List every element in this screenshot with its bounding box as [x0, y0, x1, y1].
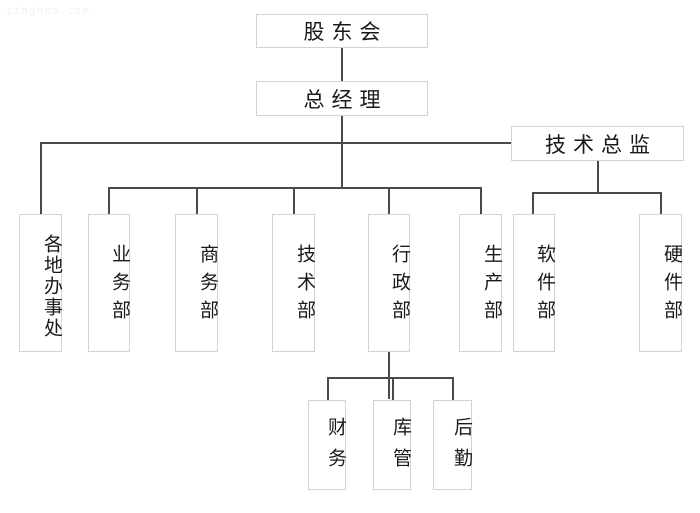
node-general-manager-label: 总经理	[303, 87, 388, 112]
edge-bus-to-business-dept	[108, 187, 110, 214]
watermark-text: singhua.com	[6, 4, 90, 17]
node-warehouse[interactable]: 库管	[373, 400, 412, 490]
node-tech-director-label: 技术总监	[545, 132, 657, 157]
node-technical-dept-label: 技术部	[294, 244, 316, 328]
node-admin-dept[interactable]: 行政部	[368, 214, 411, 352]
node-production-dept[interactable]: 生产部	[459, 214, 503, 352]
edge-bus-to-admin-dept	[388, 187, 390, 214]
node-business-dept-label: 业务部	[109, 244, 131, 328]
node-software-dept-label: 软件部	[534, 244, 556, 328]
node-tech-director[interactable]: 技术总监	[511, 126, 684, 161]
node-logistics[interactable]: 后勤	[433, 400, 473, 490]
edge-tech-director-stem	[597, 161, 599, 193]
edge-bus-to-warehouse	[392, 377, 394, 400]
node-admin-dept-label: 行政部	[389, 244, 411, 328]
edge-tech-director-bus	[532, 192, 662, 194]
node-logistics-label: 后勤	[451, 417, 473, 479]
edge-bus-to-logistics	[452, 377, 454, 400]
node-shareholders[interactable]: 股东会	[256, 14, 428, 48]
edge-general-manager-stem	[341, 116, 343, 188]
node-finance[interactable]: 财务	[308, 400, 347, 490]
node-business-dept[interactable]: 业务部	[88, 214, 131, 352]
edge-admin-sub-bus	[327, 377, 453, 379]
node-shareholders-label: 股东会	[303, 20, 388, 44]
node-local-offices-label: 各地办事处	[41, 233, 63, 339]
node-hardware-dept[interactable]: 硬件部	[639, 214, 683, 352]
node-warehouse-label: 库管	[390, 417, 412, 479]
edge-top-bus-to-local-offices	[40, 142, 42, 214]
node-production-dept-label: 生产部	[481, 244, 503, 328]
node-finance-label: 财务	[325, 417, 347, 479]
edge-bus-to-technical-dept	[293, 187, 295, 214]
node-general-manager[interactable]: 总经理	[256, 81, 428, 116]
edge-bus-to-commerce-dept	[196, 187, 198, 214]
node-commerce-dept[interactable]: 商务部	[175, 214, 219, 352]
edge-top-bus	[41, 142, 512, 144]
edge-bus-to-finance	[327, 377, 329, 400]
node-technical-dept[interactable]: 技术部	[272, 214, 316, 352]
edge-shareholders-to-general-manager	[341, 48, 343, 81]
node-software-dept[interactable]: 软件部	[513, 214, 556, 352]
edge-bus-to-hardware-dept	[660, 192, 662, 214]
node-commerce-dept-label: 商务部	[197, 244, 219, 328]
node-hardware-dept-label: 硬件部	[661, 244, 683, 328]
edge-bus-to-production-dept	[480, 187, 482, 214]
node-local-offices[interactable]: 各地办事处	[19, 214, 63, 352]
edge-admin-dept-stem	[388, 352, 390, 399]
edge-bus-to-software-dept	[532, 192, 534, 214]
